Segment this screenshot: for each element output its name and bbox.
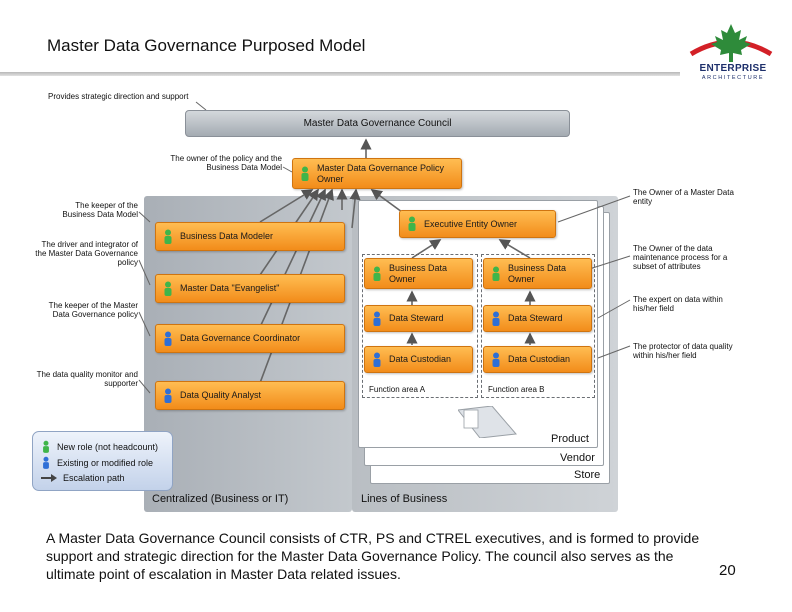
- role-executive-entity-owner: Executive Entity Owner: [399, 210, 556, 238]
- role-data-custodian-b-label: Data Custodian: [508, 354, 570, 365]
- person-blue-icon: [371, 311, 383, 327]
- role-master-data-evangelist-label: Master Data "Evangelist": [180, 283, 279, 294]
- role-data-custodian-a: Data Custodian: [364, 346, 473, 373]
- note-entity-owner: The Owner of a Master Data entity: [633, 188, 735, 206]
- note-council: Provides strategic direction and support: [48, 92, 198, 101]
- caption-text: A Master Data Governance Council consist…: [46, 529, 726, 583]
- legend-escalation-path-label: Escalation path: [63, 473, 125, 483]
- role-data-quality-analyst: Data Quality Analyst: [155, 381, 345, 410]
- role-business-data-owner-b: Business Data Owner: [483, 258, 592, 289]
- note-data-custodian: The protector of data quality within his…: [633, 342, 755, 360]
- person-green-icon: [371, 266, 383, 282]
- legend-new-role-label: New role (not headcount): [57, 442, 158, 452]
- person-green-icon: [41, 440, 51, 454]
- person-green-icon: [162, 229, 174, 245]
- person-blue-icon: [371, 352, 383, 368]
- role-business-data-owner-a-label: Business Data Owner: [389, 263, 472, 285]
- note-coordinator: The keeper of the Master Data Governance…: [30, 301, 138, 319]
- role-executive-entity-owner-label: Executive Entity Owner: [424, 219, 517, 230]
- role-data-governance-coordinator: Data Governance Coordinator: [155, 324, 345, 353]
- role-business-data-owner-b-label: Business Data Owner: [508, 263, 591, 285]
- role-master-data-evangelist: Master Data "Evangelist": [155, 274, 345, 303]
- role-data-custodian-a-label: Data Custodian: [389, 354, 451, 365]
- role-business-data-owner-a: Business Data Owner: [364, 258, 473, 289]
- person-green-icon: [490, 266, 502, 282]
- role-data-governance-coordinator-label: Data Governance Coordinator: [180, 333, 300, 344]
- arrow-icon: [41, 473, 57, 483]
- role-data-quality-analyst-label: Data Quality Analyst: [180, 390, 261, 401]
- person-blue-icon: [490, 352, 502, 368]
- person-blue-icon: [162, 331, 174, 347]
- role-data-steward-a-label: Data Steward: [389, 313, 444, 324]
- note-policy-owner: The owner of the policy and the Business…: [150, 154, 282, 172]
- role-data-steward-b: Data Steward: [483, 305, 592, 332]
- person-blue-icon: [490, 311, 502, 327]
- role-data-steward-a: Data Steward: [364, 305, 473, 332]
- legend: New role (not headcount) Existing or mod…: [32, 431, 173, 491]
- note-business-data-owner: The Owner of the data maintenance proces…: [633, 244, 751, 271]
- page-number: 20: [719, 562, 736, 579]
- governance-council-box: Master Data Governance Council: [185, 110, 570, 137]
- legend-new-role: New role (not headcount): [41, 440, 158, 454]
- person-green-icon: [162, 281, 174, 297]
- legend-existing-role: Existing or modified role: [41, 456, 153, 470]
- note-data-steward: The expert on data within his/her field: [633, 295, 745, 313]
- legend-existing-role-label: Existing or modified role: [57, 458, 153, 468]
- note-evangelist: The driver and integrator of the Master …: [30, 240, 138, 267]
- person-green-icon: [299, 166, 311, 182]
- role-policy-owner: Master Data Governance Policy Owner: [292, 158, 462, 189]
- person-green-icon: [406, 216, 418, 232]
- role-policy-owner-label: Master Data Governance Policy Owner: [317, 163, 461, 185]
- role-business-data-modeler: Business Data Modeler: [155, 222, 345, 251]
- person-blue-icon: [162, 388, 174, 404]
- legend-escalation-path: Escalation path: [41, 473, 125, 483]
- role-business-data-modeler-label: Business Data Modeler: [180, 231, 273, 242]
- role-data-custodian-b: Data Custodian: [483, 346, 592, 373]
- note-quality-analyst: The data quality monitor and supporter: [30, 370, 138, 388]
- note-modeler: The keeper of the Business Data Model: [46, 201, 138, 219]
- person-blue-icon: [41, 456, 51, 470]
- role-data-steward-b-label: Data Steward: [508, 313, 563, 324]
